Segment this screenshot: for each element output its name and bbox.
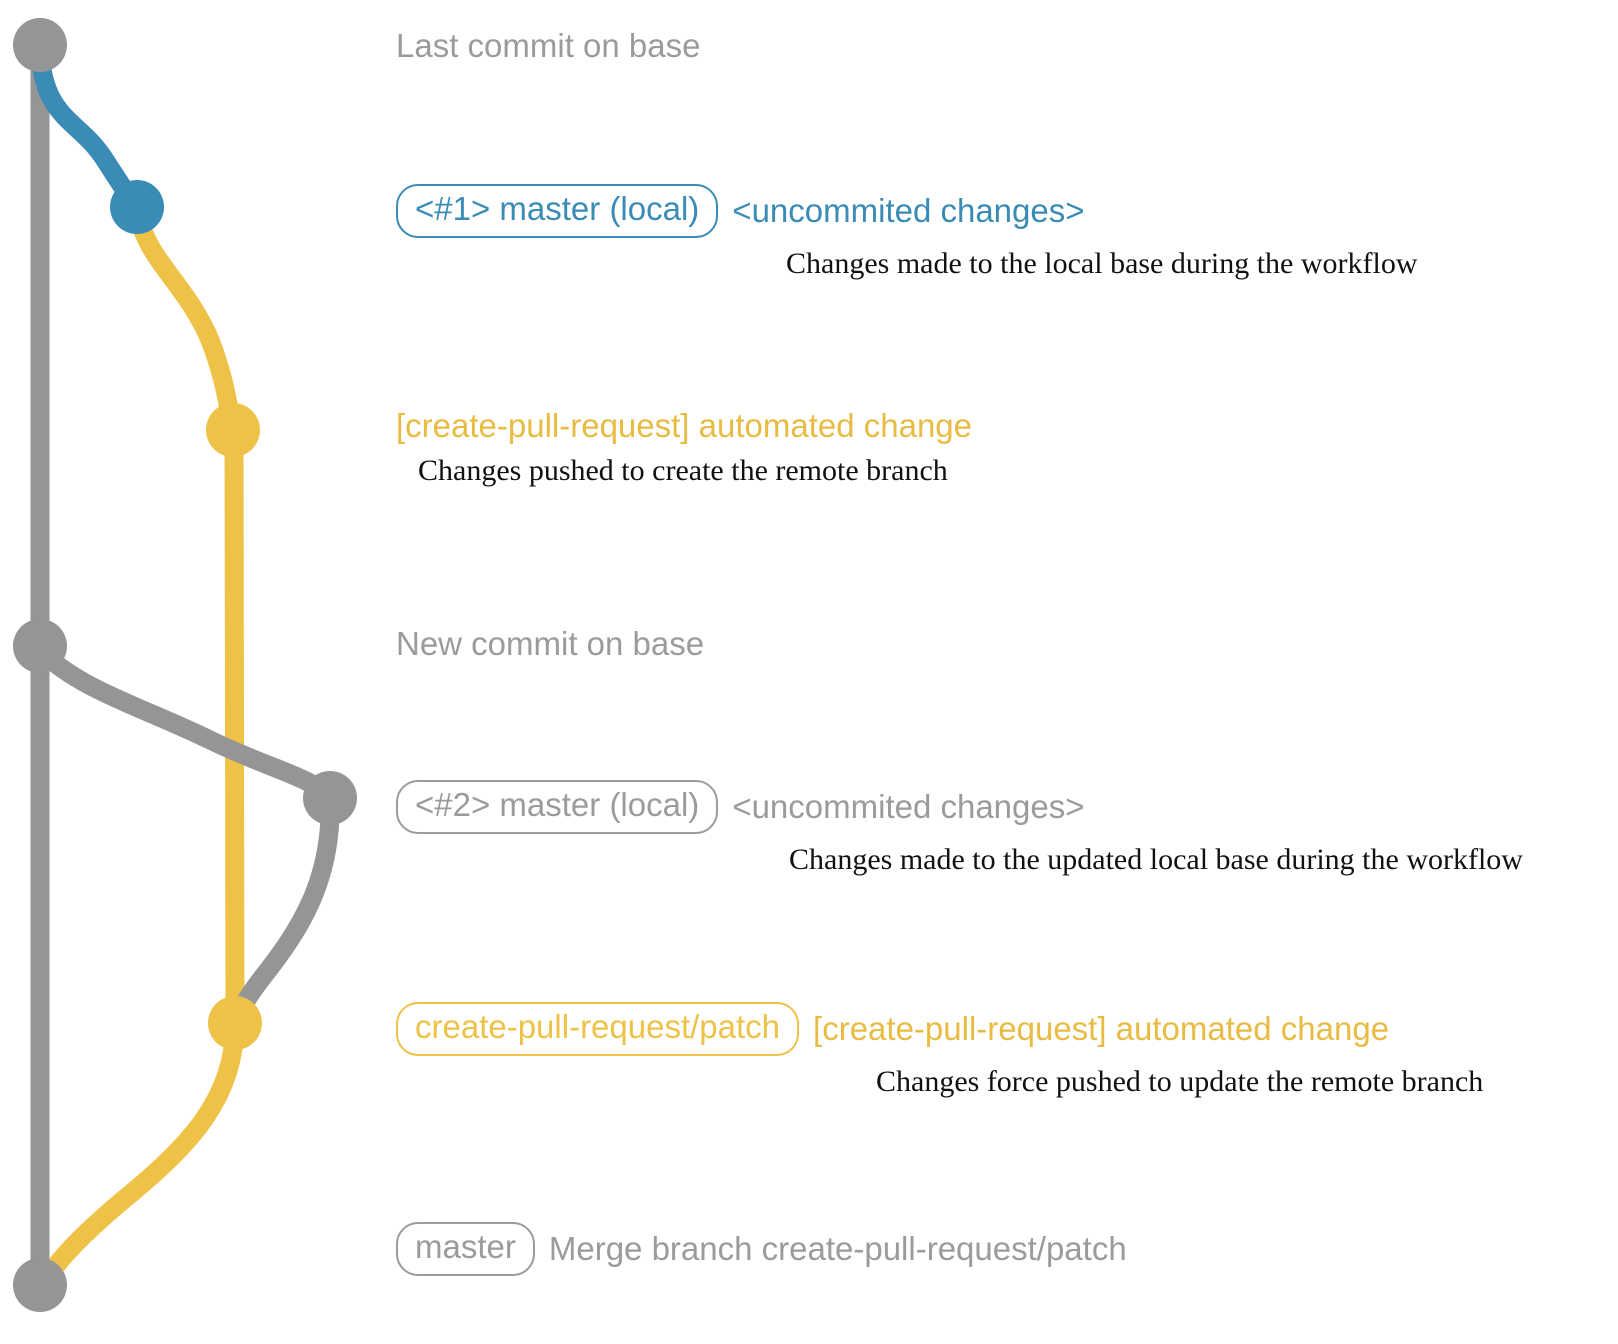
edge-local-1-to-remote-1 bbox=[127, 202, 243, 440]
commit-entry-master-merge: master Merge branch create-pull-request/… bbox=[396, 1222, 1127, 1276]
node-remote-commit-1[interactable] bbox=[206, 403, 260, 457]
commit-entry-remote-commit-1: [create-pull-request] automated change C… bbox=[396, 407, 973, 488]
commit-entry-remote-commit-2: create-pull-request/patch [create-pull-r… bbox=[396, 1002, 1483, 1099]
commit-entry-row: [create-pull-request] automated change bbox=[396, 407, 973, 445]
commit-entry-row: New commit on base bbox=[396, 625, 705, 663]
commit-entry-local-commit-2: <#2> master (local) <uncommited changes>… bbox=[396, 780, 1523, 877]
commit-note: Changes force pushed to update the remot… bbox=[876, 1064, 1484, 1098]
node-remote-commit-2[interactable] bbox=[208, 996, 262, 1050]
node-local-commit-2[interactable] bbox=[303, 771, 357, 825]
commit-subject: <uncommited changes> bbox=[732, 787, 1085, 825]
edge-local-2-to-remote-2 bbox=[225, 792, 340, 1033]
node-new-commit-on-base[interactable] bbox=[13, 619, 67, 673]
commit-subject: <uncommited changes> bbox=[732, 191, 1085, 229]
commit-entry-local-commit-1: <#1> master (local) <uncommited changes>… bbox=[396, 184, 1418, 281]
edge-base-to-local-2 bbox=[30, 640, 340, 808]
node-master-merge[interactable] bbox=[13, 1258, 67, 1312]
commit-entry-new-commit-on-base: New commit on base bbox=[396, 625, 705, 663]
edge-base-to-local-1 bbox=[30, 42, 147, 217]
commit-entry-row: Last commit on base bbox=[396, 27, 701, 65]
ref-chip-master-local-1[interactable]: <#1> master (local) bbox=[396, 184, 719, 238]
commit-note: Changes made to the updated local base d… bbox=[789, 842, 1523, 876]
edge-remote-2-to-master bbox=[34, 1018, 245, 1293]
commit-subject: New commit on base bbox=[396, 625, 705, 662]
commit-entry-row: create-pull-request/patch [create-pull-r… bbox=[396, 1002, 1389, 1056]
commit-subject: [create-pull-request] automated change bbox=[396, 407, 973, 444]
commit-entry-last-commit-on-base: Last commit on base bbox=[396, 27, 701, 65]
commit-note: Changes made to the local base during th… bbox=[786, 246, 1418, 280]
commit-subject: Last commit on base bbox=[396, 27, 701, 64]
commit-entry-row: <#2> master (local) <uncommited changes> bbox=[396, 780, 1085, 834]
node-last-commit-on-base[interactable] bbox=[13, 18, 67, 72]
commit-subject: Merge branch create-pull-request/patch bbox=[548, 1229, 1127, 1267]
ref-chip-master-local-2[interactable]: <#2> master (local) bbox=[396, 780, 719, 834]
ref-chip-create-pull-request-patch[interactable]: create-pull-request/patch bbox=[396, 1002, 800, 1056]
commit-note: Changes pushed to create the remote bran… bbox=[418, 453, 948, 487]
edge-remote-lane bbox=[224, 429, 245, 1024]
node-local-commit-1[interactable] bbox=[110, 180, 164, 234]
ref-chip-master[interactable]: master bbox=[396, 1222, 535, 1276]
commit-subject: [create-pull-request] automated change bbox=[813, 1009, 1390, 1047]
commit-entry-row: <#1> master (local) <uncommited changes> bbox=[396, 184, 1085, 238]
commit-entry-row: master Merge branch create-pull-request/… bbox=[396, 1222, 1127, 1276]
